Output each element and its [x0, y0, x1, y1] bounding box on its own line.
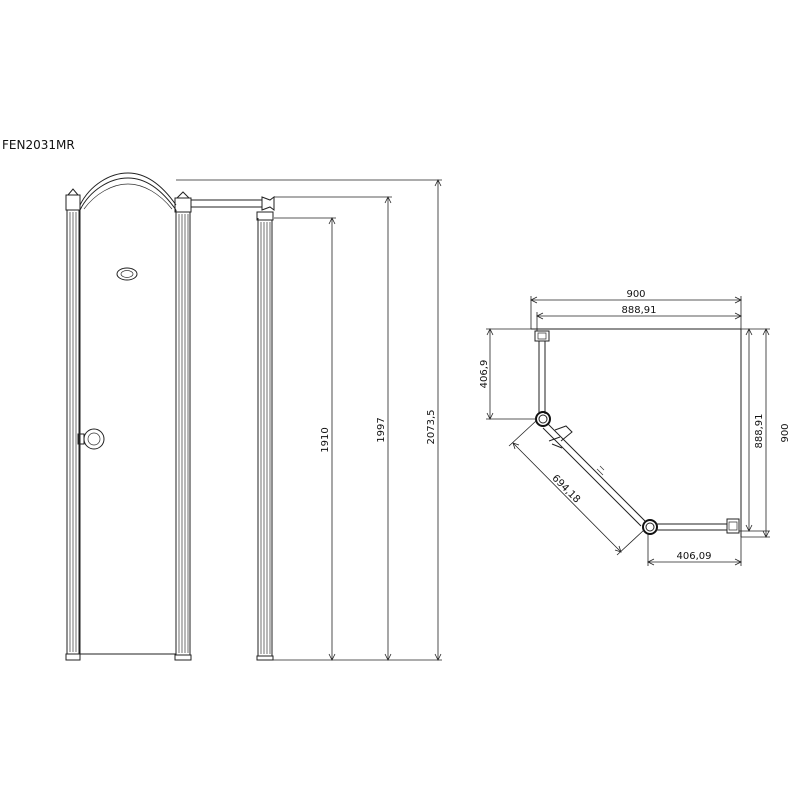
front-extension-lines	[176, 179, 442, 661]
top-rail	[191, 196, 275, 211]
dim-694-18-label: 694,18	[550, 473, 583, 506]
plan-walls	[531, 328, 742, 537]
corner-post-top	[535, 411, 551, 427]
dimension-1910: 1910	[320, 217, 336, 661]
dim-1997-label: 1997	[376, 417, 387, 442]
corner-post-bottom	[642, 519, 658, 535]
dim-406-09-label: 406,09	[677, 551, 712, 562]
door-handle	[77, 428, 105, 450]
middle-post	[174, 191, 192, 661]
oval-knob	[116, 267, 138, 281]
dim-900-right-label: 900	[780, 423, 791, 442]
bottom-fixed-panel	[656, 523, 727, 531]
right-post	[256, 211, 274, 661]
dimension-900-top: 900	[530, 289, 742, 329]
dim-406-9-label: 406,9	[479, 360, 490, 389]
left-door-post	[65, 188, 81, 661]
fixed-glass-panel	[189, 212, 259, 655]
diagonal-door	[542, 423, 647, 527]
door-arch-header	[79, 172, 177, 211]
dimension-900-right: 900	[762, 328, 791, 538]
door-glass-panel	[79, 210, 177, 655]
plan-view: 900 888,91 406,9 694,18	[479, 289, 791, 566]
model-code: FEN2031MR	[2, 138, 75, 152]
dim-900-top-label: 900	[626, 289, 645, 300]
dim-888-91-top-label: 888,91	[622, 305, 657, 316]
dimension-1997: 1997	[376, 196, 392, 661]
dim-888-91-right-label: 888,91	[754, 414, 765, 449]
left-fixed-panel	[538, 341, 546, 414]
wall-profile-bottom-right	[726, 518, 740, 534]
wall-profile-top-left	[534, 330, 550, 342]
dimension-2073-5: 2073,5	[426, 179, 442, 661]
dimension-694-18-diagonal: 694,18	[508, 420, 645, 556]
dimension-406-09-bottom: 406,09	[647, 534, 742, 566]
dimension-888-91-top: 888,91	[536, 305, 742, 331]
dimension-406-9-left: 406,9	[479, 328, 536, 420]
front-view: 1910 1997 2073,5	[65, 172, 442, 661]
dim-1910-label: 1910	[320, 427, 331, 452]
dimension-888-91-right: 888,91	[739, 328, 770, 538]
dim-2073-5-label: 2073,5	[426, 410, 437, 445]
